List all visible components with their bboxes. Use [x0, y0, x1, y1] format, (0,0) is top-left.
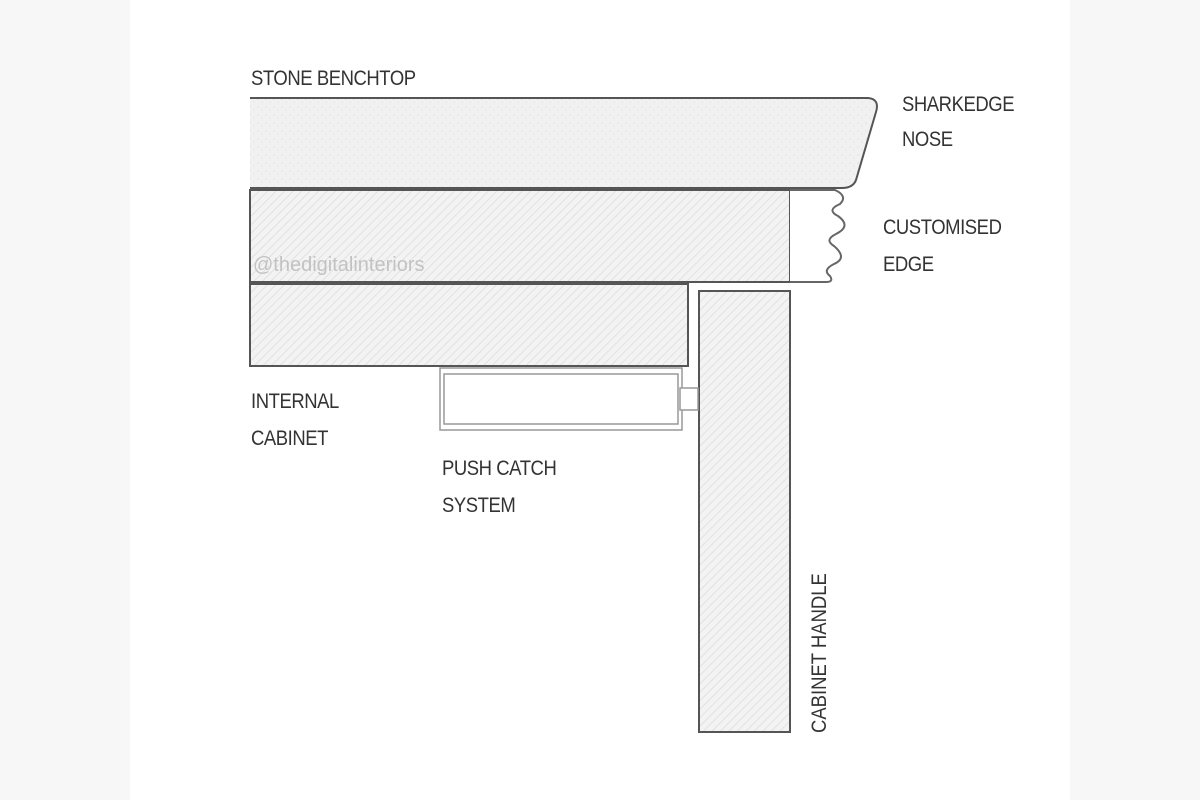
push-catch	[439, 367, 699, 431]
label-internal-cabinet-line2: CABINET	[251, 427, 329, 450]
label-customised-edge-line2: EDGE	[883, 253, 934, 276]
label-cabinet-handle: CABINET HANDLE	[808, 573, 831, 733]
label-customised-edge-line1: CUSTOMISED	[883, 216, 1002, 239]
edge-substrate-layer	[249, 189, 791, 283]
cabinet-door-handle	[698, 290, 791, 733]
label-sharkedge-nose-line2: NOSE	[902, 128, 953, 151]
internal-cabinet-panel	[249, 283, 689, 367]
label-push-catch-line2: SYSTEM	[442, 494, 516, 517]
customised-edge-profile	[790, 189, 846, 283]
label-internal-cabinet-line1: INTERNAL	[251, 390, 339, 413]
watermark: @thedigitalinteriors	[253, 254, 425, 276]
label-push-catch-line1: PUSH CATCH	[442, 457, 557, 480]
label-stone-benchtop: STONE BENCHTOP	[251, 67, 416, 90]
label-sharkedge-nose-line1: SHARKEDGE	[902, 93, 1015, 116]
stone-benchtop	[250, 97, 878, 189]
